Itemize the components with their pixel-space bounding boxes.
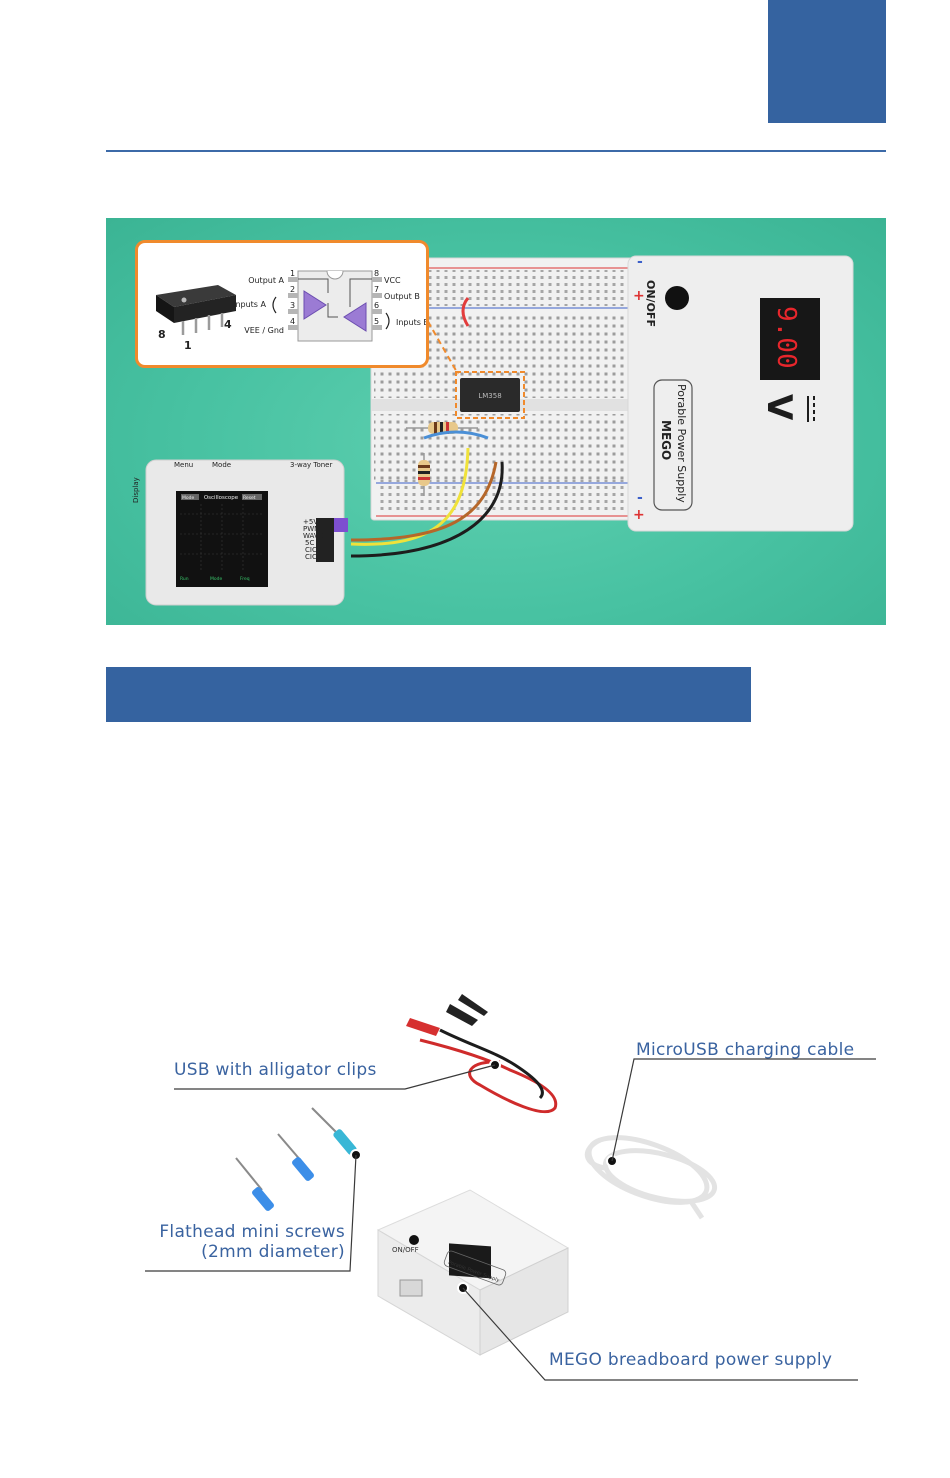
yellow-wire xyxy=(350,447,470,546)
section-header-bar xyxy=(106,667,751,722)
pin-num-7: 7 xyxy=(374,285,379,294)
screws-label-2: (2mm diameter) xyxy=(201,1242,345,1262)
chip-label: LM358 xyxy=(478,392,501,400)
osc-header-pins xyxy=(316,518,334,562)
microusb-leader xyxy=(611,1058,876,1162)
pin-label-vcc: VCC xyxy=(384,276,401,285)
osc-top-label-1: Menu xyxy=(174,461,193,469)
rail-minus-top: - xyxy=(637,254,643,270)
screws-label-1: Flathead mini screws xyxy=(159,1222,345,1242)
resistor-2 xyxy=(418,453,430,496)
header-rule xyxy=(106,150,886,152)
device-switch-label: ON/OFF xyxy=(392,1246,419,1254)
osc-footer-2: Mode xyxy=(210,576,222,582)
pinout-schematic xyxy=(288,270,382,342)
circuit-illustration: LM358 - + - + ON/OFF 9.00 V Porable Powe… xyxy=(132,254,854,606)
op-amp-chip: LM358 xyxy=(455,371,525,419)
rail-plus-bottom: + xyxy=(633,507,645,523)
pin-num-4: 4 xyxy=(290,317,295,326)
osc-top-label-3: 3-way Toner xyxy=(290,461,332,469)
power-supply-device: ON/OFF Porable Power Supply xyxy=(376,1189,570,1356)
power-button[interactable] xyxy=(665,286,689,310)
unit-symbol: V xyxy=(759,394,799,421)
osc-port-1: +5V xyxy=(303,518,318,526)
voltage-display xyxy=(760,298,820,380)
osc-port-2: PWM xyxy=(303,525,320,533)
screwdrivers xyxy=(235,1107,357,1211)
accessories-illustration: ON/OFF Porable Power Supply xyxy=(145,994,876,1381)
usb-clips-label: USB with alligator clips xyxy=(174,1060,377,1080)
pin-label-output-b: Output B xyxy=(384,292,420,301)
pinout-inset: 8 1 4 1 2 3 4 xyxy=(135,240,429,368)
power-supply-module: - + - + ON/OFF 9.00 V Porable Power Supp… xyxy=(627,254,854,532)
switch-label: ON/OFF xyxy=(644,280,657,327)
brand-line2: MEGO xyxy=(659,420,673,460)
dip8-chip xyxy=(156,285,236,335)
osc-screen xyxy=(176,491,268,587)
usb-clips-leader xyxy=(174,1064,496,1090)
chapter-tab xyxy=(768,0,886,123)
chip-highlight xyxy=(455,371,525,419)
microusb-cable xyxy=(585,1135,718,1220)
pin-num-3: 3 xyxy=(290,301,295,310)
rail-plus-top: + xyxy=(633,288,645,304)
pin-label-vee: VEE / Gnd xyxy=(244,326,284,335)
osc-port-6: CIC xyxy=(305,553,317,561)
chip-pin-4: 4 xyxy=(224,318,232,331)
voltage-reading: 9.00 xyxy=(771,306,801,369)
oscilloscope-module: Menu Mode 3-way Toner Display Mode Reset… xyxy=(132,459,348,606)
pin-num-2: 2 xyxy=(290,285,295,294)
osc-port-3: WAVE xyxy=(303,532,323,540)
chip-pin-1: 1 xyxy=(184,339,192,352)
brand-line1: Porable Power Supply xyxy=(675,384,688,503)
alligator-cable xyxy=(406,994,558,1114)
osc-top-label-2: Mode xyxy=(212,461,231,469)
osc-tab-2: Reset xyxy=(243,495,256,501)
osc-port-5: CIC xyxy=(305,546,317,554)
brand-frame xyxy=(653,379,693,511)
pinout-diagram: 8 1 4 1 2 3 4 xyxy=(156,269,429,352)
black-wire xyxy=(350,461,504,558)
osc-side-label: Display xyxy=(132,477,140,503)
pin-label-output-a: Output A xyxy=(248,276,284,285)
osc-port-4: 5C xyxy=(305,539,314,547)
blue-jumper xyxy=(423,430,489,440)
chip-pin-8: 8 xyxy=(158,328,166,341)
osc-footer-3: Freq xyxy=(240,576,250,582)
pin-num-1: 1 xyxy=(290,269,295,278)
osc-tab-1: Mode xyxy=(182,495,194,501)
osc-footer-1: Run xyxy=(180,576,189,582)
brown-wire xyxy=(350,461,498,542)
pin-num-8: 8 xyxy=(374,269,379,278)
circuit-figure: LM358 - + - + ON/OFF 9.00 V Porable Powe… xyxy=(106,218,886,625)
red-jumper xyxy=(461,297,470,327)
microusb-label: MicroUSB charging cable xyxy=(636,1040,855,1060)
pin-label-inputs-b: Inputs B xyxy=(396,318,426,327)
pin-num-6: 6 xyxy=(374,301,379,310)
rail-minus-bottom: - xyxy=(637,490,643,506)
pin-label-inputs-a: Inputs A xyxy=(233,300,266,309)
power-supply-label: MEGO breadboard power supply xyxy=(549,1350,833,1370)
osc-screen-title: Oscilloscope xyxy=(204,495,239,501)
pin-num-5: 5 xyxy=(374,317,379,326)
power-supply-leader xyxy=(462,1287,858,1381)
screws-leader xyxy=(145,1154,357,1272)
